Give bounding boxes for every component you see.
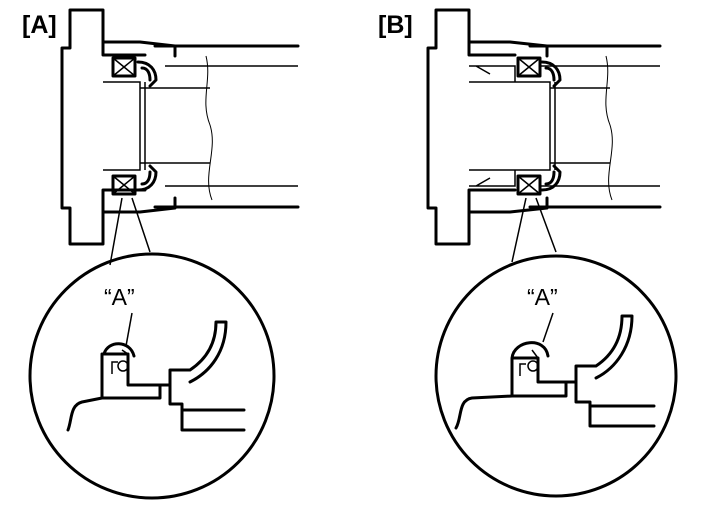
panel-b-magnifier — [434, 254, 678, 498]
panel-b-leader — [511, 197, 557, 263]
panel-a-magnifier — [28, 252, 276, 500]
panel-b-shaft-inner — [540, 65, 660, 187]
panel-a: [A] “A” — [22, 8, 300, 500]
panel-a-inner-shaft — [103, 81, 146, 171]
panel-a-flange — [60, 8, 177, 246]
panel-b-flange — [426, 8, 549, 246]
panel-a-seal-bottom — [136, 164, 158, 192]
panel-b-detail-bolt — [527, 360, 539, 372]
panel-b: [B] “A” — [378, 8, 678, 498]
panel-a-callout-label: “A” — [104, 284, 135, 310]
panel-b-break-line — [605, 55, 613, 201]
panel-a-leader — [109, 197, 151, 266]
panel-a-label: [A] — [22, 11, 57, 39]
panel-a-detail-bolt — [117, 360, 129, 372]
panel-b-callout-leader — [542, 312, 554, 343]
panel-b-detail-hook — [519, 349, 539, 376]
panel-b-housing-bore — [467, 40, 517, 214]
panel-a-detail — [66, 320, 246, 432]
panel-b-bearing-top — [516, 56, 542, 78]
panel-a-detail-hook — [111, 349, 129, 374]
panel-b-seal-top — [540, 60, 562, 88]
panel-a-break-line — [205, 55, 213, 201]
panel-b-detail — [454, 314, 656, 430]
panel-b-label: [B] — [378, 11, 413, 39]
panel-a-seal-top — [136, 60, 158, 88]
panel-a-callout-leader — [125, 312, 133, 347]
panel-b-shaft-tube — [528, 44, 662, 209]
panel-b-seal-bottom — [540, 164, 562, 192]
panel-a-bearing-top — [111, 56, 137, 78]
panel-a-bearing-bottom — [111, 174, 137, 196]
panel-b-inner-shaft — [469, 65, 556, 187]
panel-b-bearing-bottom — [516, 174, 542, 196]
panel-a-shaft-tube — [153, 44, 300, 209]
panel-a-shaft-inner — [140, 65, 298, 187]
panel-b-callout-label: “A” — [527, 284, 558, 310]
